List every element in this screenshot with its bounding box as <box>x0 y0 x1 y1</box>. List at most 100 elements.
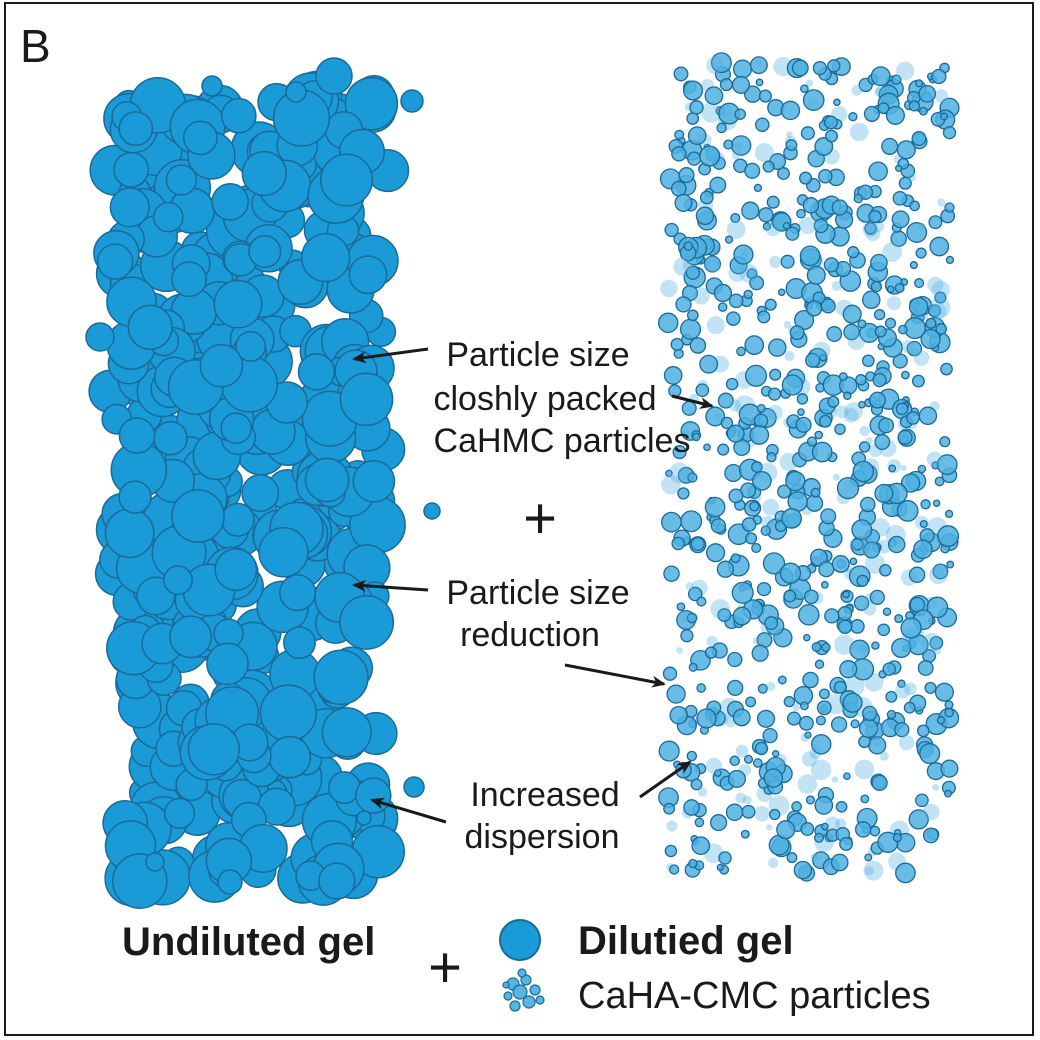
dispersed-particle <box>908 100 921 112</box>
dispersed-particle <box>853 595 870 611</box>
dispersed-particle <box>886 296 902 311</box>
dispersed-particle <box>908 809 929 830</box>
packed-particle <box>220 97 257 134</box>
dispersed-particle <box>881 137 899 155</box>
dispersed-particle <box>706 56 724 74</box>
dispersed-particle <box>692 287 710 305</box>
dispersed-particle <box>704 646 718 659</box>
dispersed-particle <box>862 221 879 238</box>
dispersed-particle <box>720 416 734 430</box>
dispersed-particle <box>687 586 703 602</box>
dispersed-particle <box>871 641 880 650</box>
dispersed-particle <box>680 510 703 533</box>
dispersed-particle <box>703 443 711 452</box>
legend-small-particle <box>529 984 541 996</box>
dispersed-particle <box>929 565 948 585</box>
packed-particle <box>165 164 198 196</box>
dispersed-particle <box>917 222 926 231</box>
dispersed-particle <box>755 78 764 87</box>
figure-frame <box>4 2 1034 1036</box>
dispersed-particle <box>694 817 705 828</box>
dispersed-particle <box>706 543 726 563</box>
dispersed-particle <box>934 291 947 304</box>
packed-particle <box>220 412 253 445</box>
dispersed-particle <box>823 257 840 273</box>
dispersed-particle <box>944 789 952 798</box>
arrow-to-packed-particles <box>352 347 429 364</box>
dispersed-particle <box>908 297 929 317</box>
packed-particle <box>118 417 156 454</box>
dispersed-particle <box>819 353 827 362</box>
packed-particle <box>171 489 225 543</box>
dispersed-particle <box>882 242 903 262</box>
dispersed-particle <box>847 332 866 351</box>
dispersed-particle <box>855 374 867 386</box>
dispersed-particle <box>662 666 678 681</box>
dispersed-particle <box>929 297 951 318</box>
dispersed-particle <box>884 317 897 329</box>
dispersed-particle <box>731 151 740 160</box>
dispersed-particle <box>704 496 726 518</box>
dispersed-particle <box>705 757 722 774</box>
dispersed-particle <box>812 60 828 76</box>
dispersed-particle <box>670 180 687 197</box>
dispersed-particle <box>762 498 779 516</box>
dispersed-particle <box>868 209 882 224</box>
dispersed-particle <box>777 167 790 180</box>
dispersed-particle <box>786 131 793 139</box>
dispersed-particle <box>814 430 824 440</box>
dispersed-particle <box>927 276 944 293</box>
dispersed-particle <box>755 117 770 132</box>
dispersed-particle <box>864 222 877 235</box>
dispersed-particle <box>802 197 820 214</box>
dispersed-particle <box>882 662 896 676</box>
dispersed-particle <box>687 126 707 146</box>
packed-particle <box>163 565 193 596</box>
dispersed-particle <box>918 406 938 426</box>
dispersed-particle <box>837 619 853 635</box>
dispersed-particle <box>922 803 940 821</box>
dispersed-particle <box>894 283 905 293</box>
dispersed-particle <box>682 260 694 271</box>
dispersed-particle <box>820 298 836 314</box>
dispersed-particle <box>931 280 950 300</box>
dispersed-particle <box>664 222 679 238</box>
dispersed-particle <box>701 102 722 123</box>
dispersed-particle <box>916 724 930 738</box>
packed-particle <box>241 150 287 197</box>
dispersed-particle <box>853 193 864 204</box>
dispersed-particle <box>730 553 741 564</box>
packed-particle <box>423 502 441 520</box>
legend: Undiluted gel + Dilutied gel CaHA-CMC pa… <box>122 919 931 1017</box>
arrow-to-diluted-reduction <box>564 663 666 688</box>
dispersed-particle <box>744 364 768 387</box>
dispersed-particle <box>900 473 921 493</box>
dispersed-particle <box>717 392 734 409</box>
annotation-3-line-1: Increased <box>470 776 619 814</box>
dispersed-particle <box>929 635 944 650</box>
dispersed-particle <box>676 647 683 654</box>
dispersed-particle <box>903 317 926 340</box>
dispersed-particle <box>870 280 883 293</box>
dispersed-particle <box>799 171 813 185</box>
dispersed-particle <box>731 581 754 604</box>
dispersed-particle <box>688 858 698 869</box>
packed-particle <box>118 111 154 147</box>
packed-particle <box>304 457 350 503</box>
dispersed-particle <box>810 759 832 780</box>
dispersed-particle <box>944 509 954 519</box>
dispersed-particle <box>769 808 781 821</box>
dispersed-particle <box>696 596 707 607</box>
dispersed-particle <box>743 754 754 764</box>
dispersed-particle <box>726 424 745 443</box>
dispersed-particle <box>885 690 898 703</box>
packed-particle <box>339 372 394 427</box>
dispersed-particle <box>926 596 949 619</box>
dispersed-particle <box>699 190 714 205</box>
dispersed-particle <box>928 215 943 230</box>
packed-particle <box>211 183 249 221</box>
dispersed-particle <box>898 324 908 335</box>
dispersed-particle <box>935 323 948 335</box>
